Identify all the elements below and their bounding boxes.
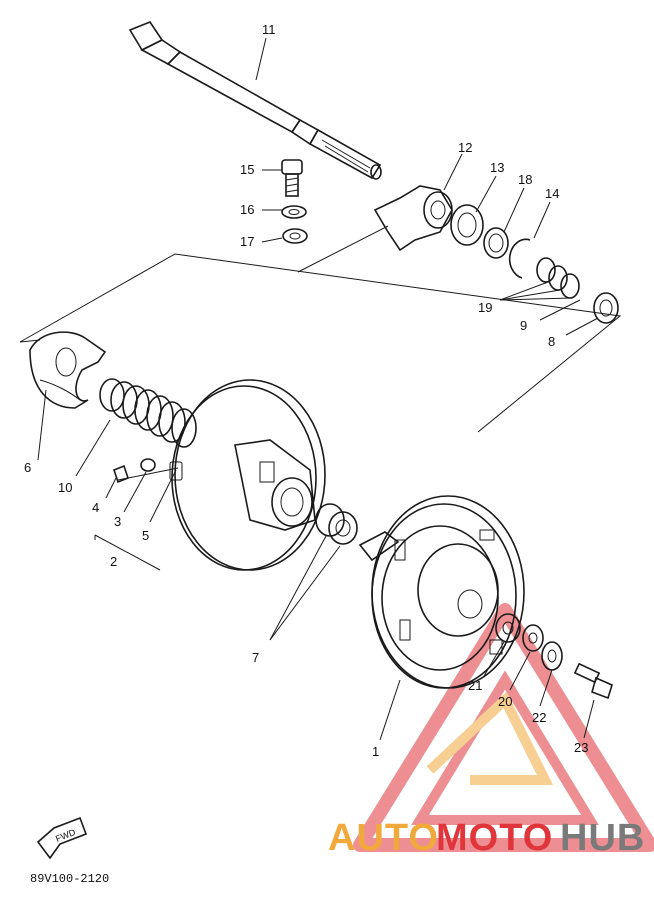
cam-part-6 — [29, 331, 107, 409]
callout-4: 4 — [92, 500, 99, 515]
sheave-fixed-part-1 — [358, 495, 525, 689]
callout-21: 21 — [468, 678, 482, 693]
collar-part-7 — [315, 503, 358, 545]
watermark-part1: AUTO — [328, 817, 439, 859]
collar-part-21 — [495, 613, 521, 643]
callout-1: 1 — [372, 744, 379, 759]
callout-9: 9 — [520, 318, 527, 333]
callout-11: 11 — [262, 22, 276, 37]
diagram-code: 89V100-2120 — [30, 872, 109, 886]
callout-6: 6 — [24, 460, 31, 475]
callout-18: 18 — [518, 172, 532, 187]
callout-2: 2 — [110, 554, 117, 569]
bearing-part-13 — [450, 204, 484, 246]
watermark-wordmark: AUTO MOTO HUB — [328, 817, 645, 859]
callout-19: 19 — [478, 300, 492, 315]
watermark-logo — [353, 603, 654, 852]
clip-part-14 — [508, 238, 531, 279]
washer-part-17 — [282, 228, 308, 244]
callout-labels: 11 12 13 18 14 15 16 17 19 9 8 6 10 4 3 … — [24, 22, 588, 759]
callout-5: 5 — [142, 528, 149, 543]
callout-15: 15 — [240, 162, 254, 177]
ring-part-18 — [483, 227, 509, 259]
bolt-part-23 — [573, 662, 613, 700]
callout-8: 8 — [548, 334, 555, 349]
shims-part-19 — [536, 257, 580, 299]
washer-part-20 — [522, 624, 544, 652]
slider-part-3 — [140, 458, 156, 472]
callout-23: 23 — [574, 740, 588, 755]
leader-lines — [37, 37, 599, 741]
shaft-part-11 — [128, 21, 382, 180]
callout-22: 22 — [532, 710, 546, 725]
fwd-arrow-icon: FWD — [36, 816, 88, 860]
callout-17: 17 — [240, 234, 254, 249]
washer-part-16 — [281, 205, 307, 219]
sheave-movable — [169, 379, 326, 571]
callout-16: 16 — [240, 202, 254, 217]
callout-13: 13 — [490, 160, 504, 175]
watermark-part3: HUB — [560, 817, 645, 859]
watermark-part2: MOTO — [436, 817, 553, 859]
assembly-outline — [19, 253, 622, 433]
bracket-part-12 — [373, 185, 453, 252]
callout-10: 10 — [58, 480, 72, 495]
washer-part-8 — [593, 292, 619, 324]
callout-12: 12 — [458, 140, 472, 155]
callout-3: 3 — [114, 514, 121, 529]
spring-part-10 — [99, 378, 197, 448]
bolt-part-15 — [281, 159, 303, 197]
callout-7: 7 — [252, 650, 259, 665]
washer-part-22 — [541, 641, 563, 671]
assembly-link-line — [297, 225, 389, 273]
callout-20: 20 — [498, 694, 512, 709]
callout-14: 14 — [545, 186, 559, 201]
